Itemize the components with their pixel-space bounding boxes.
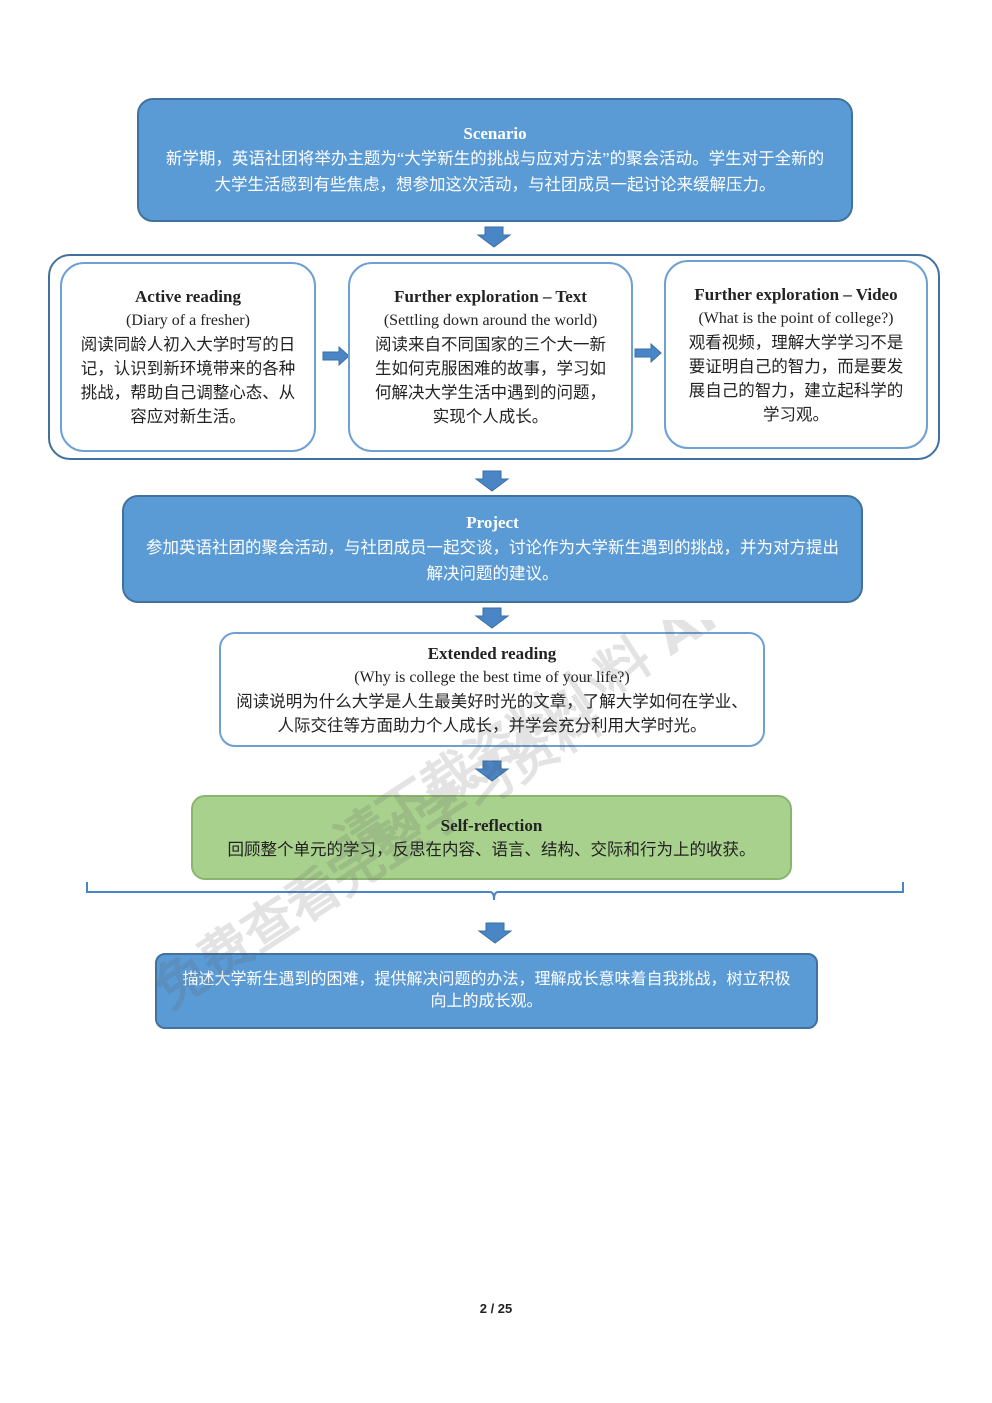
right-arrow-icon xyxy=(634,343,662,363)
exploration-group-frame xyxy=(48,254,940,460)
further-text-text: 阅读来自不同国家的三个大一新生如何克服困难的故事，学习如何解决大学生活中遇到的问… xyxy=(375,335,606,426)
down-arrow-icon xyxy=(477,922,513,944)
extended-reading-subtitle: (Why is college the best time of your li… xyxy=(354,668,630,686)
scenario-title: Scenario xyxy=(463,124,527,143)
scenario-box: Scenario 新学期，英语社团将举办主题为“大学新生的挑战与应对方法”的聚会… xyxy=(137,98,853,222)
further-video-title: Further exploration – Video xyxy=(694,284,898,304)
right-arrow-icon xyxy=(322,346,350,366)
brace-connector xyxy=(86,882,904,901)
self-reflection-text: 回顾整个单元的学习，反思在内容、语言、结构、交际和行为上的收获。 xyxy=(227,839,756,859)
active-reading-title: Active reading xyxy=(135,287,241,306)
extended-reading-box: Extended reading (Why is college the bes… xyxy=(219,632,765,747)
extended-reading-title: Extended reading xyxy=(427,643,557,663)
self-reflection-box: Self-reflection 回顾整个单元的学习，反思在内容、语言、结构、交际… xyxy=(191,795,792,880)
goal-box: 描述大学新生遇到的困难，提供解决问题的办法，理解成长意味着自我挑战，树立积极向上… xyxy=(155,953,818,1029)
active-reading-box: Active reading (Diary of a fresher) 阅读同龄… xyxy=(60,262,316,452)
goal-text: 描述大学新生遇到的困难，提供解决问题的办法，理解成长意味着自我挑战，树立积极向上… xyxy=(182,971,791,1010)
further-video-text: 观看视频，理解大学学习不是要证明自己的智力，而是要发展自己的智力，建立起科学的学… xyxy=(688,332,904,424)
further-video-box: Further exploration – Video (What is the… xyxy=(664,260,928,449)
active-reading-subtitle: (Diary of a fresher) xyxy=(126,312,250,329)
down-arrow-icon xyxy=(474,470,510,492)
further-text-title: Further exploration – Text xyxy=(394,287,587,306)
project-text: 参加英语社团的聚会活动，与社团成员一起交谈，讨论作为大学新生遇到的挑战，并为对方… xyxy=(146,538,839,583)
scenario-text: 新学期，英语社团将举办主题为“大学新生的挑战与应对方法”的聚会活动。学生对于全新… xyxy=(165,149,825,194)
down-arrow-icon xyxy=(476,226,512,248)
further-text-subtitle: (Settling down around the world) xyxy=(383,312,598,329)
active-reading-text: 阅读同龄人初入大学时写的日记，认识到新环境带来的各种挑战，帮助自己调整心态、从容… xyxy=(80,335,296,426)
extended-reading-text: 阅读说明为什么大学是人生最美好时光的文章，了解大学如何在学业、人际交往等方面助力… xyxy=(236,691,748,735)
further-video-subtitle: (What is the point of college?) xyxy=(698,309,894,327)
project-box: Project 参加英语社团的聚会活动，与社团成员一起交谈，讨论作为大学新生遇到… xyxy=(122,495,863,603)
project-title: Project xyxy=(466,513,519,532)
down-arrow-icon xyxy=(474,607,510,629)
further-text-box: Further exploration – Text (Settling dow… xyxy=(348,262,633,452)
page-number: 2 / 25 xyxy=(479,1301,513,1316)
self-reflection-title: Self-reflection xyxy=(440,815,543,835)
down-arrow-icon xyxy=(474,760,510,782)
